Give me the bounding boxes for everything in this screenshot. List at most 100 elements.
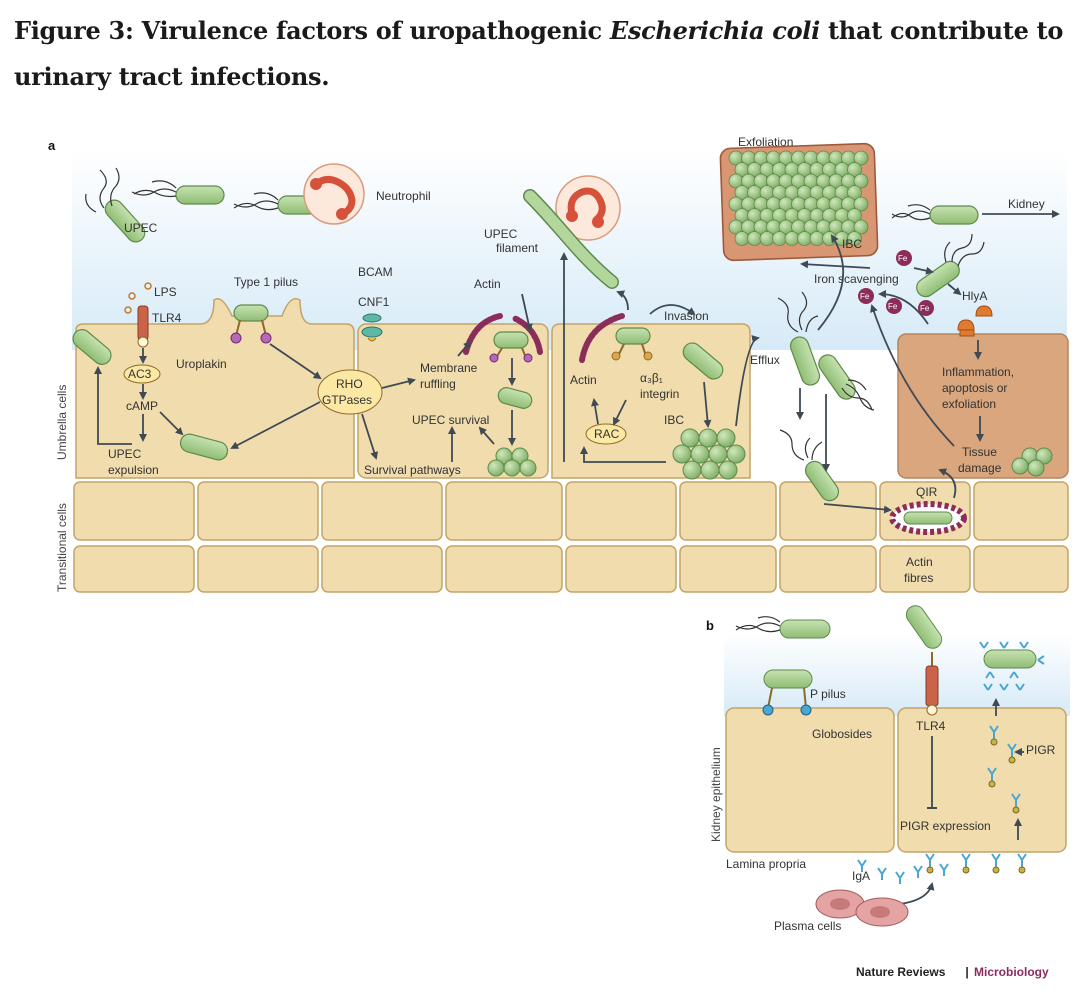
ac3-node [123,364,161,384]
ibc-bacterium [734,231,750,246]
label-uroplakin: Uroplakin [176,357,227,371]
bacterium-icon [233,304,269,322]
bacterium-icon [682,342,724,380]
panel-b-label: b [706,618,714,633]
ibc-bacterium [853,196,869,212]
bacterium-icon [804,460,840,502]
ibc-bacterium [847,208,862,223]
label-tissue-damage-2: damage [958,461,1002,475]
ibc-bacterium [847,162,862,177]
label-inflammation-1: Inflammation, [942,365,1014,379]
fe-label: Fe [860,292,870,301]
label-invasion: Invasion [664,309,709,323]
transitional-cell [973,481,1069,541]
rho-gtpases-node [317,369,383,415]
ibc-bacterium [847,231,862,246]
ibc-bacterium [847,185,862,200]
label-membrane-ruffling-1: Membrane [420,361,478,375]
transitional-cell [445,545,563,593]
fe-label: Fe [898,254,908,263]
uroplakin-receptor [230,332,242,344]
bacterium-icon [104,199,146,243]
label-globosides: Globosides [812,727,872,741]
label-actin-1: Actin [474,277,501,291]
fe-ions [858,250,934,316]
label-neutrophil: Neutrophil [376,189,431,203]
label-integrin-1: α₃β₁ [640,371,663,385]
fe-label: Fe [888,302,898,311]
label-lamina-propria: Lamina propria [726,857,806,871]
label-exfoliation: Exfoliation [738,135,793,149]
bacterium-icon [818,354,856,400]
label-upec-filament-2: filament [496,241,539,255]
transitional-cell-layer [73,481,1069,593]
transitional-cell [565,545,677,593]
transitional-cell [779,545,877,593]
label-tlr4-kidney: TLR4 [916,719,946,733]
bacterium-icon [179,433,229,461]
rac-node [585,423,627,445]
ibc-cluster-survival [487,447,537,477]
bacterium-icon [72,329,112,365]
ibc-bacterium [853,173,869,189]
ibc-bacterium [809,231,825,246]
quiescent-intracellular-reservoir [889,501,967,535]
neutrophil-2 [555,175,621,241]
pathway-arrows [94,234,984,514]
transitional-cell [973,545,1069,593]
label-upec-expulsion-2: expulsion [108,463,159,477]
pigr-anchors [926,738,1026,874]
panel-a-label: a [48,138,56,153]
tlr4-receptor-kidney [905,605,943,716]
credit-journal: Nature Reviews [856,965,946,979]
transitional-cell [197,545,319,593]
label-p-pilus: P pilus [810,687,846,701]
bacterium-icon [175,185,225,205]
transitional-cell [321,545,443,593]
label-membrane-ruffling-2: ruffling [420,377,456,391]
figure-title-italic: Escherichia coli [609,16,820,45]
label-upec-filament-1: UPEC [484,227,518,241]
transitional-cell [321,481,443,541]
tlr4-receptor [124,282,152,348]
umbrella-cell-4 [897,333,1069,479]
ibc-bacterium [747,231,762,246]
bacterium-icon [493,331,529,349]
transitional-cell [679,481,777,541]
label-type1-pilus: Type 1 pilus [234,275,298,289]
credit-separator: | [962,965,972,979]
label-iron-scavenging: Iron scavenging [814,272,899,286]
label-bcam: BCAM [358,265,393,279]
uroplakin-receptor [260,332,272,344]
transitional-cell [73,545,195,593]
transitional-cell [565,481,677,541]
flagella [85,167,985,461]
label-lps: LPS [154,285,177,299]
transitional-cell [679,545,777,593]
figure-title-suffix: that contribute to urinary tract infecti… [14,16,1064,91]
pigr-arrows [899,698,1024,905]
figure-title: Figure 3: Virulence factors of uropathog… [14,8,1064,100]
label-cnf1: CNF1 [358,295,390,309]
label-ac3: AC3 [128,367,152,381]
label-pigr: PIGR [1026,743,1056,757]
label-rho-1: RHO [336,377,363,391]
label-actin-2: Actin [570,373,597,387]
ibc-bacterium [759,231,775,246]
exfoliating-cell [719,142,879,262]
label-inflammation-2: apoptosis or [942,381,1007,395]
label-tlr4: TLR4 [152,311,182,325]
label-survival-pathways: Survival pathways [364,463,461,477]
label-kidney: Kidney [1008,197,1045,211]
label-rho-2: GTPases [322,393,372,407]
label-ibc-1: IBC [664,413,684,427]
ibc-cluster-invasion [672,428,746,480]
label-upec-survival: UPEC survival [412,413,489,427]
hlya-receptors [957,305,993,337]
ibc-bacterium [772,231,787,246]
bacterium-icon [929,205,979,225]
label-actin-fibres-2: fibres [904,571,933,585]
label-rac: RAC [594,427,620,441]
transitional-cell [197,481,319,541]
